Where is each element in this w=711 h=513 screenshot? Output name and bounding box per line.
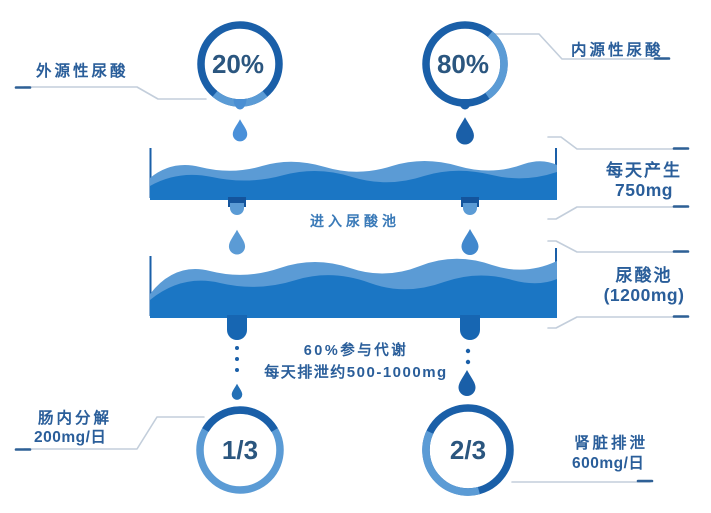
ring-drip-icon xyxy=(233,99,247,110)
intestinal-fraction: 1/3 xyxy=(222,435,258,465)
pool1-spout-right-drip xyxy=(463,203,477,215)
pool1-side-label-line2: 750mg xyxy=(615,180,673,200)
pool1-spout-right xyxy=(461,197,479,207)
pool2-spout-left xyxy=(227,315,247,340)
pool-daily xyxy=(149,148,557,215)
intestinal-circle: 1/3 xyxy=(196,406,284,494)
pool1-spout-left-drip xyxy=(230,203,244,215)
endogenous-percent: 80% xyxy=(437,49,489,79)
callout-pool2-bottom xyxy=(547,316,687,329)
exogenous-label: 外源性尿酸 xyxy=(36,61,129,80)
callout-pool1-top xyxy=(547,136,687,150)
callout-intestinal xyxy=(23,416,205,450)
pool1-caption: 进入尿酸池 xyxy=(310,213,400,229)
callout-endogenous xyxy=(490,33,668,60)
pool2-side-label-line2: (1200mg) xyxy=(604,285,685,305)
pool2-caption-line2: 每天排泄约500-1000mg xyxy=(264,363,447,381)
pool2-dark-wave xyxy=(150,275,557,318)
water-drop-icon xyxy=(461,229,479,255)
water-drop-icon xyxy=(228,229,246,255)
endogenous-circle: 80% xyxy=(422,21,508,110)
water-drop-icon xyxy=(232,119,248,142)
renal-circle: 2/3 xyxy=(422,404,514,496)
pool-total xyxy=(149,248,557,340)
water-drop-icon xyxy=(231,383,243,400)
endogenous-label: 内源性尿酸 xyxy=(571,40,664,59)
callout-pool2-top xyxy=(547,240,687,253)
callout-lines xyxy=(14,33,690,483)
exogenous-percent: 20% xyxy=(212,49,264,79)
pool2-side-label-line1: 尿酸池 xyxy=(616,265,673,285)
renal-label-line2: 600mg/日 xyxy=(572,454,644,472)
pool1-spout-left xyxy=(228,197,246,207)
circle-ring-twothirds-light-arc xyxy=(422,430,480,496)
water-drop-icon xyxy=(456,117,474,145)
renal-label-line1: 肾脏排泄 xyxy=(574,433,648,452)
exogenous-circle: 20% xyxy=(197,21,283,110)
drip-dots xyxy=(235,346,471,372)
intestinal-label-line2: 200mg/日 xyxy=(34,428,106,446)
pool2-caption-line1: 60%参与代谢 xyxy=(304,341,409,359)
pool2-spout-right xyxy=(460,315,480,340)
water-drop-icon xyxy=(458,370,476,396)
callout-exogenous xyxy=(23,86,207,100)
intestinal-label-line1: 肠内分解 xyxy=(38,408,112,427)
callout-pool1-bottom xyxy=(547,206,687,220)
circle-ring-onethird-dark-arc xyxy=(202,406,278,433)
circle-ring-80-light-arc xyxy=(485,31,508,99)
ring-drip-icon xyxy=(458,99,472,110)
renal-fraction: 2/3 xyxy=(450,435,486,465)
pool1-side-label-line1: 每天产生 xyxy=(606,160,682,180)
pool1-dark-wave xyxy=(150,170,557,200)
